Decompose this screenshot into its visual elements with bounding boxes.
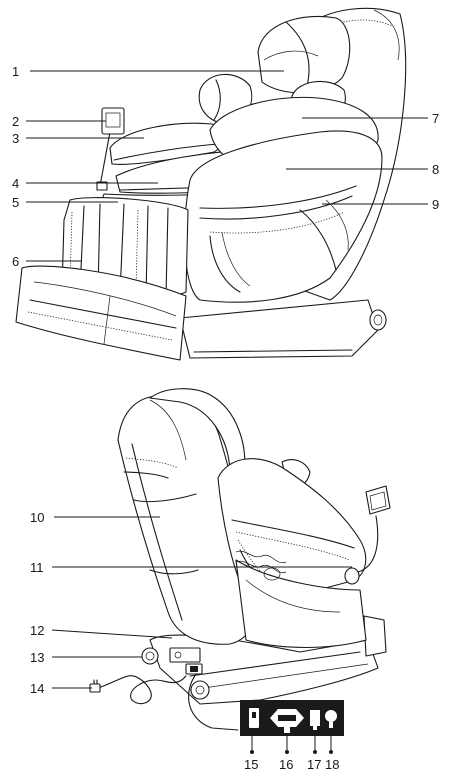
callout-4: 4 [12,176,19,191]
callout-labels: 1 2 3 4 5 6 7 8 9 10 11 12 13 14 15 16 1… [12,64,439,772]
front-wheel-icon [190,680,210,700]
callout-12: 12 [30,623,44,638]
callout-17: 17 [307,757,321,772]
callout-1: 1 [12,64,19,79]
chair-rear-view [89,388,391,731]
fuse-holder-icon [310,710,320,726]
callout-7: 7 [432,111,439,126]
controller-icon [365,485,391,515]
callout-14: 14 [30,681,44,696]
connector-panel [240,700,344,736]
callout-5: 5 [12,195,19,210]
callout-10: 10 [30,510,44,525]
callout-18: 18 [325,757,339,772]
callout-6: 6 [12,254,19,269]
leader-lines [26,70,428,754]
round-port-icon [325,710,337,722]
callout-2: 2 [12,114,19,129]
callout-16: 16 [279,757,293,772]
callout-8: 8 [432,162,439,177]
chair-front-view [15,7,407,361]
callout-13: 13 [30,650,44,665]
callout-9: 9 [432,197,439,212]
rear-wheel-icon [141,647,159,665]
callout-3: 3 [12,131,19,146]
callout-11: 11 [30,560,44,575]
callout-15: 15 [244,757,258,772]
